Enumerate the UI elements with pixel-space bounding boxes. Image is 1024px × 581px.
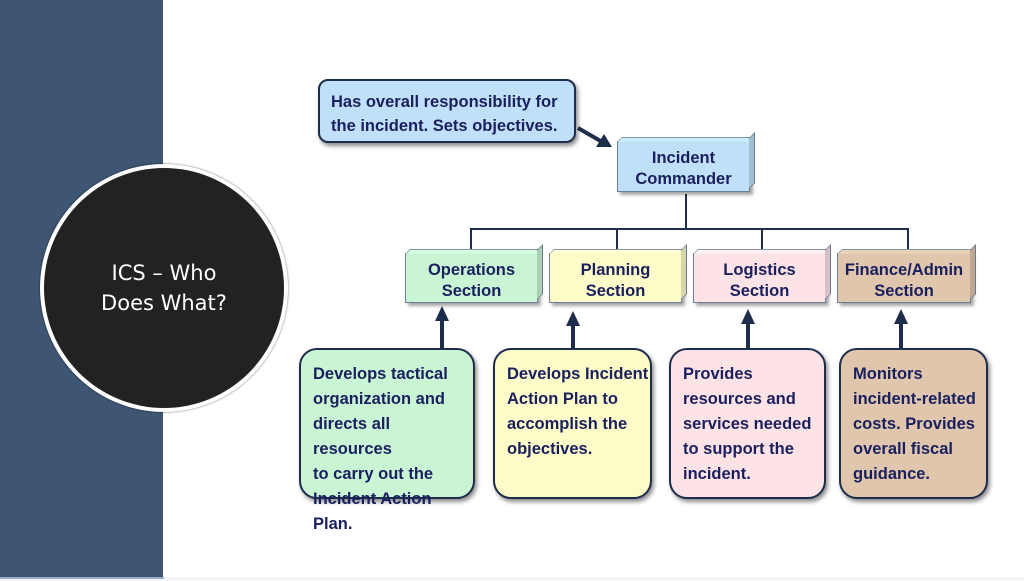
commander-description: Has overall responsibility for the incid… [318,79,576,143]
arrow-plan-head [566,311,580,326]
finance-admin-section-box: Finance/Admin Section [837,253,971,303]
arrow-fin-head [894,309,908,324]
title-circle: ICS – Who Does What? [40,164,288,412]
title-circle-inner: ICS – Who Does What? [44,168,284,408]
logistics-section-box: Logistics Section [693,253,826,303]
arrow-log-head [741,309,755,324]
planning-section-box: Planning Section [549,253,682,303]
callout-arrow [577,126,605,145]
callout-arrowhead [596,134,612,147]
operations-description: Develops tactical organization and direc… [299,348,475,533]
bottom-accent [0,577,164,579]
slide-title: ICS – Who Does What? [101,261,227,315]
finance-admin-description: Monitors incident-related costs. Provide… [839,348,988,499]
arrow-ops-head [435,306,449,321]
operations-section-box: Operations Section [405,253,538,303]
incident-commander-box: Incident Commander [617,141,750,192]
logistics-description: Provides resources and services needed t… [669,348,826,499]
planning-description: Develops Incident Action Plan to accompl… [493,348,652,499]
bottom-strip [0,577,1024,581]
